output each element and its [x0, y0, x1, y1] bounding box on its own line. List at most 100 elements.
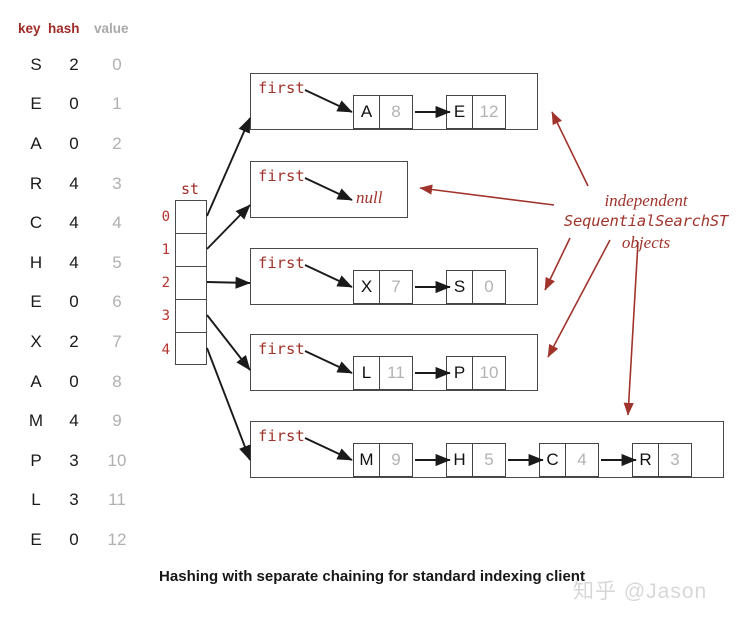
st-cell-4[interactable]: 4 — [162, 333, 206, 366]
table-row: C 4 4 — [18, 203, 148, 243]
null-label: null — [356, 188, 383, 207]
node-key: A — [354, 96, 380, 128]
annotation-line-2: SequentialSearchST — [563, 212, 729, 230]
first-pointer-label: first — [258, 167, 305, 185]
first-pointer-label: first — [258, 340, 305, 358]
cell-hash: 4 — [69, 173, 79, 193]
list-node[interactable]: E 12 — [446, 95, 506, 129]
table-row: H 4 5 — [18, 243, 148, 283]
cell-key: C — [29, 213, 43, 233]
cell-key: E — [30, 529, 42, 549]
node-key: L — [354, 357, 380, 389]
cell-value: 0 — [112, 54, 122, 74]
annotation-text: independent SequentialSearchST objects — [556, 190, 736, 253]
node-value: 11 — [387, 363, 405, 382]
cell-value: 10 — [107, 450, 127, 470]
cell-hash: 0 — [69, 529, 79, 549]
st-cell-index: 0 — [161, 209, 170, 225]
cell-key: L — [31, 490, 41, 510]
cell-value: 4 — [112, 213, 122, 233]
cell-value: 6 — [112, 292, 122, 312]
first-pointer-label: first — [258, 79, 305, 97]
cell-hash: 4 — [69, 411, 79, 431]
cell-key: A — [30, 133, 42, 153]
node-key: X — [354, 271, 380, 303]
node-value: 10 — [479, 363, 499, 382]
header-hash: hash — [48, 21, 80, 36]
st-cell-index: 4 — [161, 341, 170, 358]
node-key: E — [447, 96, 473, 128]
cell-key: A — [30, 371, 42, 391]
list-node[interactable]: P 10 — [446, 356, 506, 390]
annotation-line-1: independent — [604, 191, 688, 210]
watermark: 知乎 @Jason — [573, 580, 708, 603]
table-row: R 4 3 — [18, 164, 148, 204]
table-row: E 0 12 — [18, 520, 148, 560]
node-value: 5 — [484, 450, 494, 469]
cell-value: 12 — [107, 529, 127, 549]
st-cell-index: 1 — [161, 242, 170, 258]
table-row: E 0 6 — [18, 283, 148, 323]
cell-key: M — [28, 411, 44, 431]
st-to-object-arrows — [206, 117, 251, 461]
sequential-search-st-object-1[interactable]: first null — [250, 161, 408, 218]
node-value: 4 — [577, 450, 587, 469]
node-key: H — [447, 444, 473, 476]
node-value: 8 — [391, 102, 401, 121]
cell-value: 5 — [112, 252, 122, 272]
node-key: P — [447, 357, 473, 389]
node-key: M — [354, 444, 380, 476]
cell-hash: 3 — [69, 450, 79, 470]
st-cell-0[interactable]: 0 — [162, 201, 206, 234]
list-node[interactable]: L 11 — [353, 356, 413, 390]
node-value: 0 — [484, 277, 494, 296]
cell-hash: 2 — [69, 54, 79, 74]
st-cell-2[interactable]: 2 — [162, 267, 206, 300]
node-value: 9 — [391, 450, 401, 469]
node-key: R — [633, 444, 659, 476]
annotation-line-3: objects — [621, 233, 671, 252]
node-value: 12 — [479, 102, 499, 121]
cell-value: 11 — [108, 490, 126, 510]
st-array-label: st — [181, 180, 200, 198]
cell-hash: 2 — [69, 331, 79, 351]
cell-hash: 4 — [69, 252, 79, 272]
cell-key: E — [30, 94, 42, 114]
st-cell-3[interactable]: 3 — [162, 300, 206, 333]
header-value: value — [94, 21, 129, 36]
cell-value: 7 — [112, 331, 122, 351]
cell-key: H — [29, 252, 43, 272]
cell-hash: 0 — [69, 133, 79, 153]
cell-key: E — [30, 292, 42, 312]
st-cell-index: 3 — [161, 308, 170, 324]
st-array: 0 1 2 3 4 — [162, 200, 207, 366]
st-cell-1[interactable]: 1 — [162, 234, 206, 267]
first-pointer-label: first — [258, 254, 305, 272]
figure-caption: Hashing with separate chaining for stand… — [159, 568, 585, 585]
node-key: C — [540, 444, 566, 476]
cell-hash: 0 — [69, 371, 79, 391]
node-value: 7 — [391, 277, 401, 296]
cell-hash: 0 — [69, 292, 79, 312]
cell-value: 8 — [112, 371, 122, 391]
cell-hash: 4 — [69, 213, 79, 233]
cell-value: 3 — [112, 173, 122, 193]
cell-key: R — [29, 173, 43, 193]
cell-hash: 0 — [69, 94, 79, 114]
